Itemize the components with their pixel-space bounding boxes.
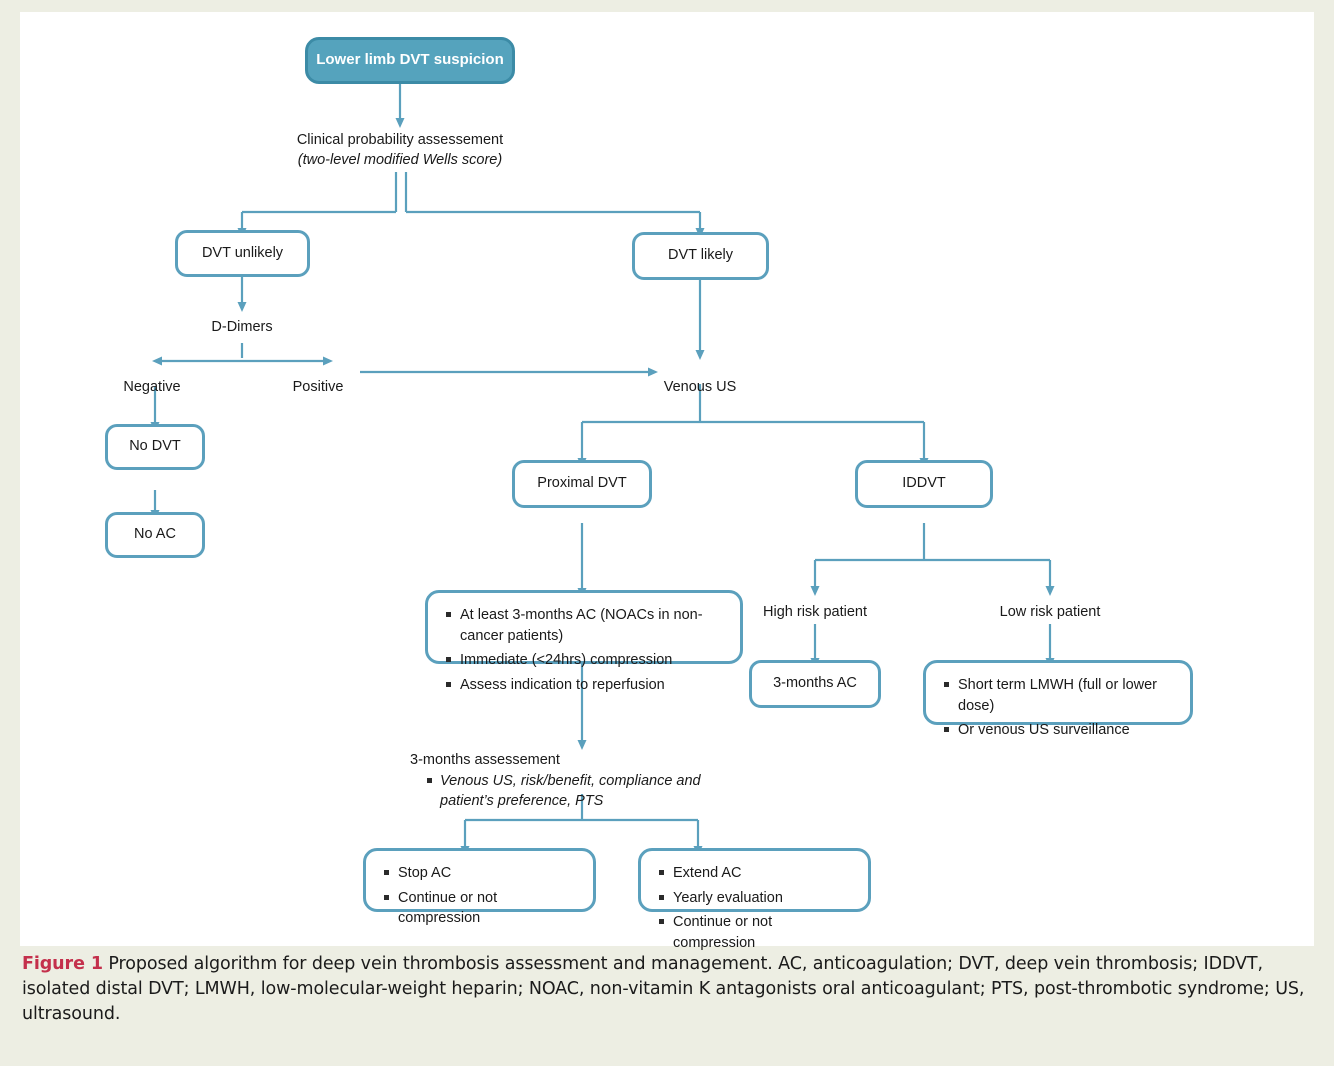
figure-caption-text: Proposed algorithm for deep vein thrombo…: [22, 954, 1305, 1024]
node-no-ac-label: No AC: [134, 526, 176, 543]
list-item: Short term LMWH (full or lower dose): [944, 675, 1176, 716]
node-dvt-likely[interactable]: DVT likely: [632, 232, 769, 280]
label-d-dimers: D-Dimers: [211, 319, 273, 335]
low-risk-bullet-list: Short term LMWH (full or lower dose) Or …: [940, 675, 1176, 741]
node-extend-ac-outcome[interactable]: Extend AC Yearly evaluation Continue or …: [638, 848, 871, 951]
stop-bullet-list: Stop AC Continue or not compression: [380, 863, 579, 929]
list-item: Continue or not compression: [384, 888, 579, 929]
node-proximal-dvt[interactable]: Proximal DVT: [512, 460, 652, 508]
figure-panel: Lower limb DVT suspicion Clinical probab…: [20, 12, 1314, 951]
label-venous-us: Venous US: [663, 379, 737, 395]
list-item: Venous US, risk/benefit, compliance and …: [427, 771, 710, 812]
clinical-probability-line1: Clinical probability assessement: [296, 132, 504, 148]
list-item: Assess indication to reperfusion: [446, 675, 726, 696]
list-item: At least 3-months AC (NOACs in non-cance…: [446, 605, 726, 646]
proximal-treatment-bullet-list: At least 3-months AC (NOACs in non-cance…: [442, 605, 726, 695]
node-no-ac[interactable]: No AC: [105, 512, 205, 558]
list-item: Extend AC: [659, 863, 854, 884]
node-no-dvt-label: No DVT: [129, 438, 181, 455]
figure-caption: Figure 1 Proposed algorithm for deep vei…: [22, 952, 1314, 1027]
node-proximal-dvt-treatment[interactable]: At least 3-months AC (NOACs in non-cance…: [425, 590, 743, 693]
list-item: Stop AC: [384, 863, 579, 884]
label-low-risk-patient: Low risk patient: [999, 604, 1101, 620]
node-low-risk-treatment[interactable]: Short term LMWH (full or lower dose) Or …: [923, 660, 1193, 738]
list-item: Continue or not compression: [659, 912, 854, 953]
node-proximal-dvt-label: Proximal DVT: [537, 475, 627, 492]
label-positive: Positive: [292, 379, 344, 395]
list-item: Yearly evaluation: [659, 888, 854, 909]
clinical-probability-line2: (two-level modified Wells score): [297, 152, 503, 169]
node-dvt-unlikely-label: DVT unlikely: [201, 244, 284, 261]
label-3-months-assessment: 3-months assessement Venous US, risk/ben…: [410, 750, 710, 812]
node-dvt-unlikely[interactable]: DVT unlikely: [175, 230, 310, 277]
figure-number: Figure 1: [22, 954, 103, 974]
node-root-label: Lower limb DVT suspicion: [316, 51, 504, 69]
node-3-months-ac-label: 3-months AC: [773, 675, 857, 692]
node-no-dvt[interactable]: No DVT: [105, 424, 205, 470]
label-high-risk-patient: High risk patient: [763, 604, 867, 620]
assessment-bullet-list: Venous US, risk/benefit, compliance and …: [410, 771, 710, 812]
list-item: Or venous US surveillance: [944, 720, 1176, 741]
assessment-header: 3-months assessement: [410, 752, 560, 768]
extend-bullet-list: Extend AC Yearly evaluation Continue or …: [655, 863, 854, 953]
node-iddvt-label: IDDVT: [902, 475, 946, 492]
node-stop-ac-outcome[interactable]: Stop AC Continue or not compression: [363, 848, 596, 926]
label-clinical-probability-assessment: Clinical probability assessement (two-le…: [297, 130, 503, 171]
node-dvt-likely-label: DVT likely: [668, 247, 733, 264]
dvt-algorithm-flowchart: Lower limb DVT suspicion Clinical probab…: [20, 12, 1314, 951]
node-iddvt[interactable]: IDDVT: [855, 460, 993, 508]
node-root-lower-limb-dvt-suspicion[interactable]: Lower limb DVT suspicion: [305, 37, 515, 84]
node-3-months-ac[interactable]: 3-months AC: [749, 660, 881, 708]
list-item: Immediate (<24hrs) compression: [446, 650, 726, 671]
label-negative: Negative: [123, 379, 181, 395]
